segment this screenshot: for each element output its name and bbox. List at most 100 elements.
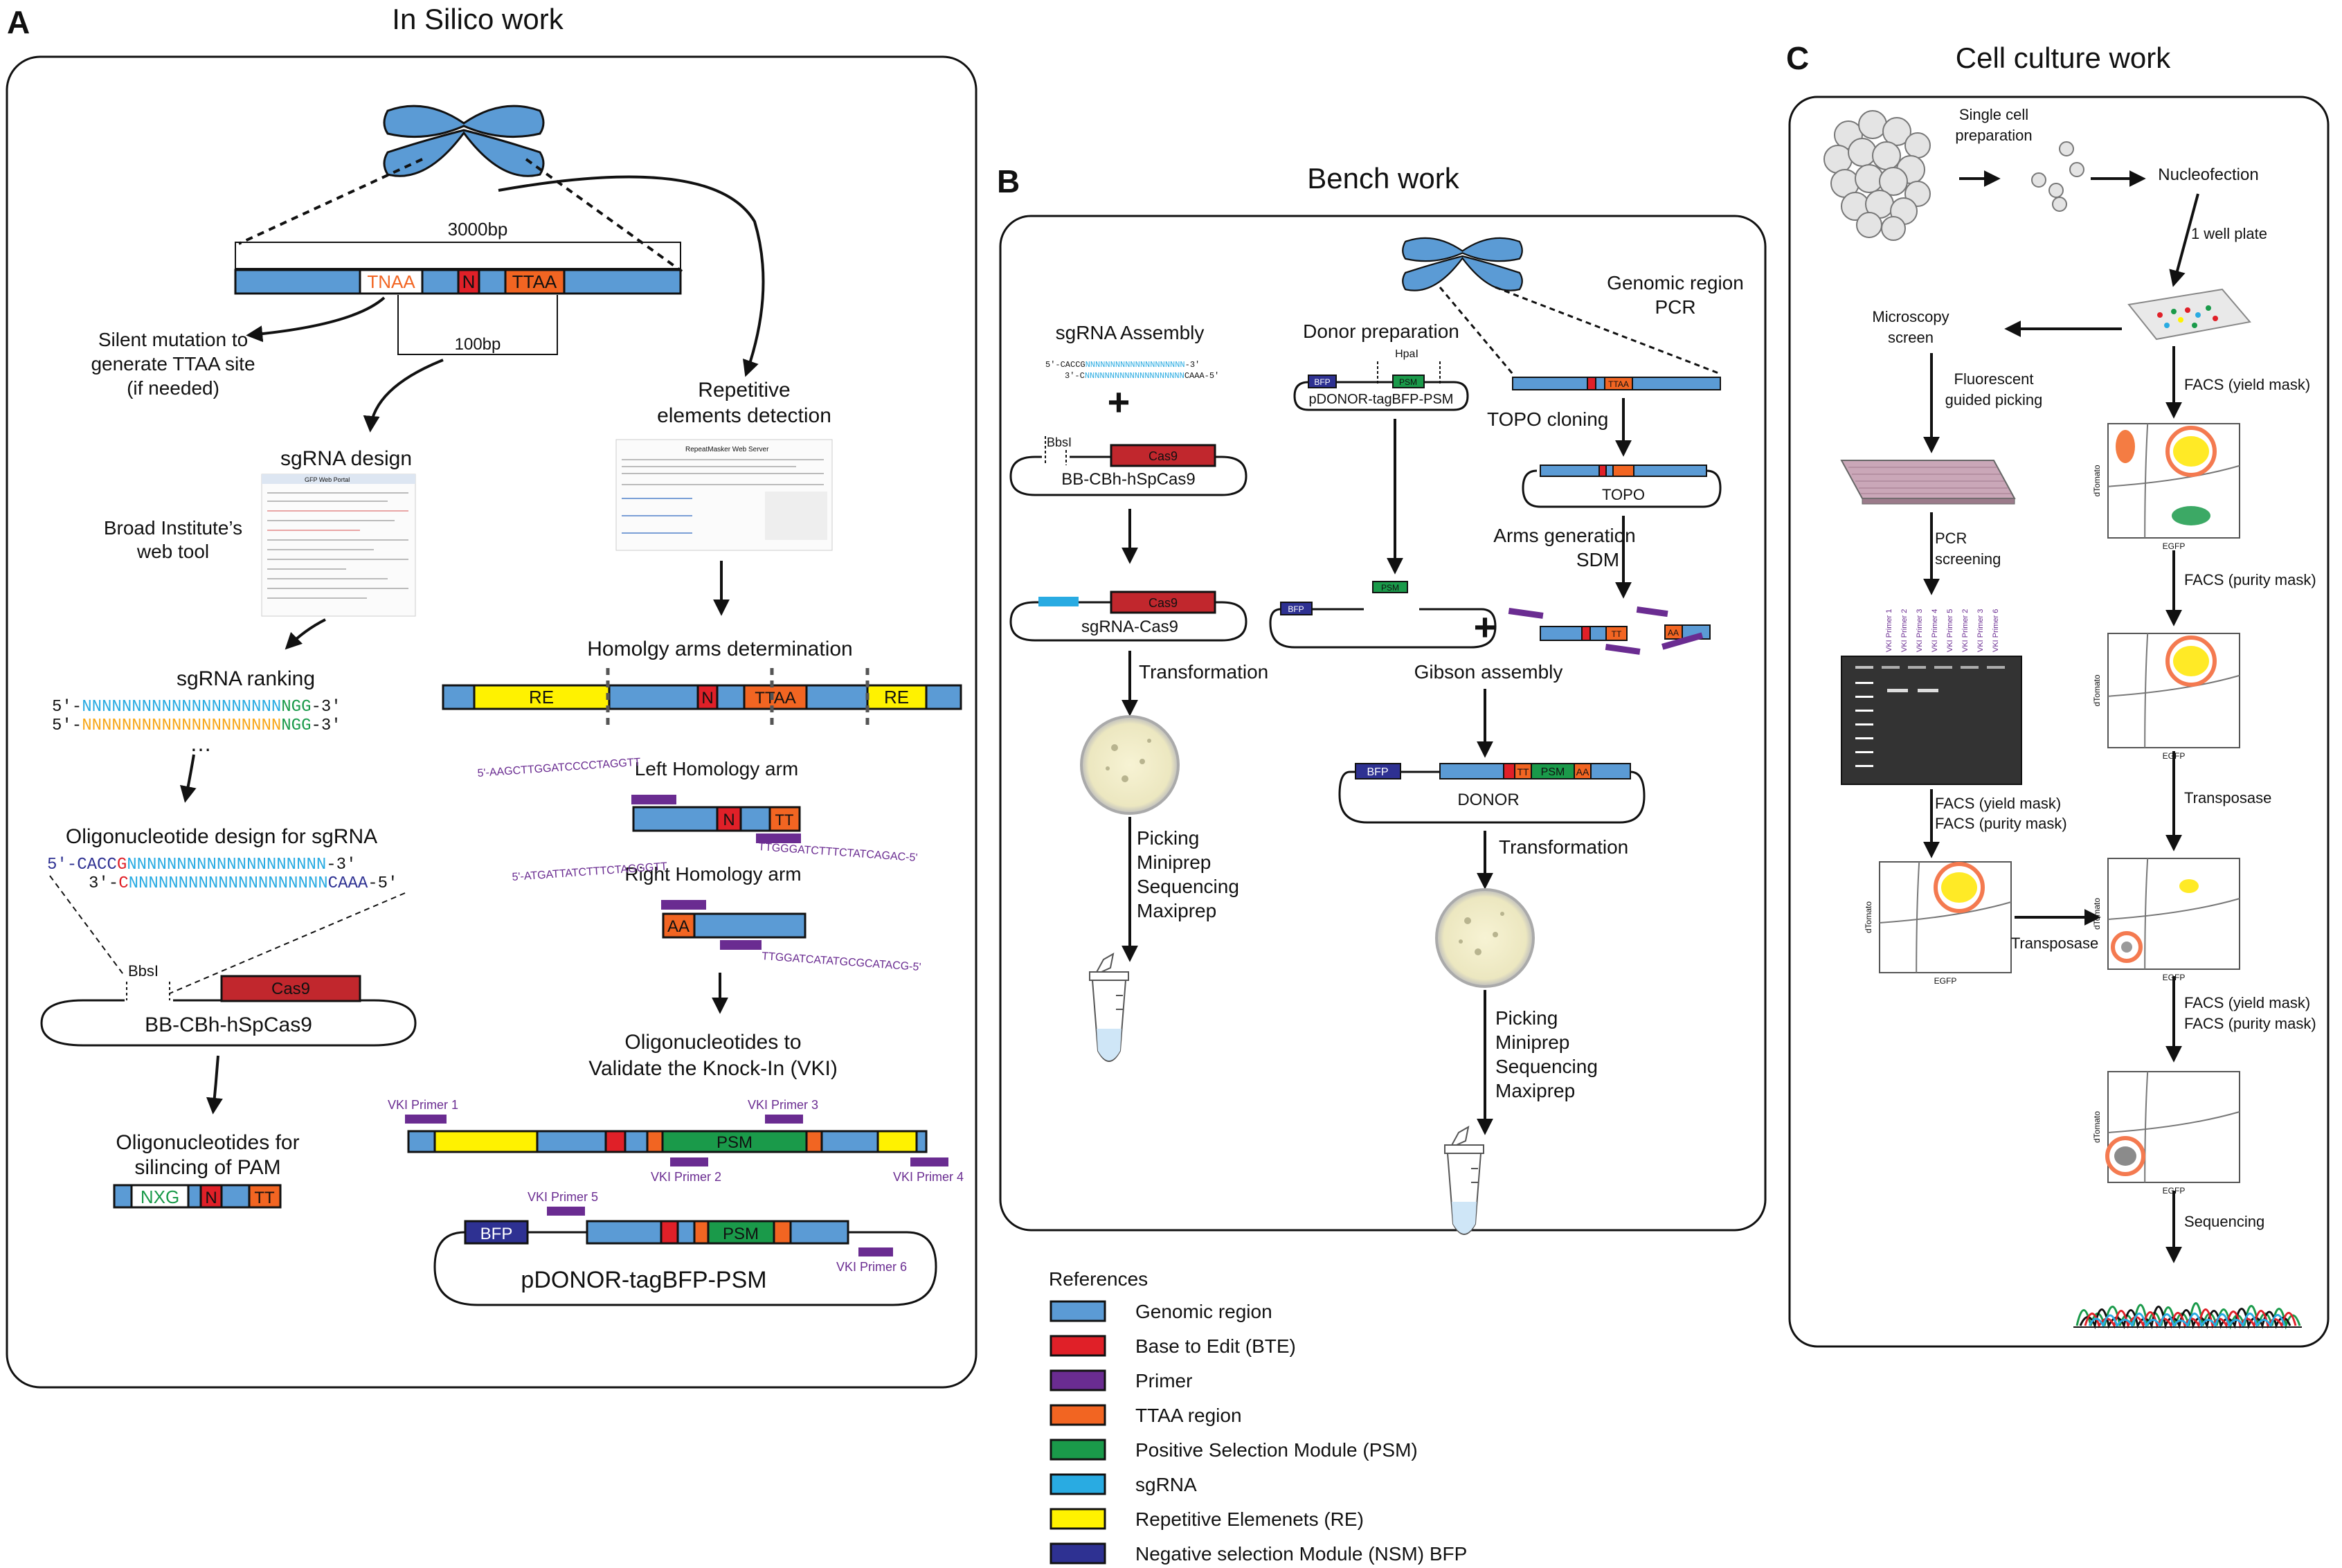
- svg-text:TT: TT: [1517, 766, 1529, 777]
- donor-prep-plasmid: HpaI BFP PSM pDONOR-tagBFP-PSM: [1293, 348, 1469, 411]
- svg-text:N: N: [205, 1189, 217, 1207]
- svg-text:PSM: PSM: [717, 1133, 753, 1152]
- svg-text:AA: AA: [1576, 766, 1589, 777]
- genomic-pcr-line1: Genomic region: [1607, 272, 1744, 294]
- single-cells-icon: [2031, 141, 2084, 212]
- repeatmasker-screenshot: RepeatMasker Web Server: [615, 439, 833, 551]
- gel-electrophoresis: VKI Primer 1 VKI Primer 2 VKI Primer 3 VKI …: [1841, 609, 2022, 785]
- bbsi-site-a: BbsI: [128, 962, 159, 980]
- svg-text:PSM: PSM: [723, 1225, 759, 1243]
- vki-line1: Oligonucleotides to: [624, 1031, 801, 1054]
- facs-yield-1: FACS (yield mask): [1935, 795, 2061, 812]
- bb-plasmid-b: BbsI Cas9 BB-CBh-hSpCas9: [1009, 435, 1247, 496]
- gel-lane-label-1: VKI Primer 2: [1900, 609, 1909, 652]
- right-arm-title: Right Homology arm: [624, 863, 801, 885]
- svg-text:BFP: BFP: [1314, 377, 1330, 387]
- gel-lane-label-5: VKI Primer 2: [1961, 609, 1970, 652]
- panel-b-title: Bench work: [1307, 162, 1459, 195]
- sequencing-label-1: Sequencing: [1137, 876, 1239, 897]
- left-arm-seq-bottom: TTGGGATCTTTCTATCAGAC-5': [758, 841, 918, 864]
- svg-text:PSM: PSM: [1399, 377, 1417, 387]
- donor-name: DONOR: [1457, 791, 1519, 809]
- petri-dish-icon-2: [1435, 888, 1535, 988]
- single-cell-line1: Single cell: [1959, 106, 2028, 123]
- panel-a-letter: A: [7, 4, 30, 40]
- gel-lane-label-0: VKI Primer 1: [1885, 609, 1893, 652]
- svg-text:AA: AA: [667, 917, 690, 936]
- svg-text:N: N: [701, 689, 713, 708]
- svg-text:HpaI: HpaI: [1395, 348, 1418, 360]
- miniprep-label-2: Miniprep: [1495, 1031, 1569, 1053]
- svg-text:TTAA: TTAA: [755, 689, 796, 708]
- vki-line2: Validate the Knock-In (VKI): [588, 1057, 838, 1080]
- legend-swatch-5: [1050, 1473, 1106, 1495]
- size-100bp: 100bp: [455, 335, 501, 354]
- facs-ylabel-1: dTomato: [2092, 674, 2102, 706]
- picking-label-2: Picking: [1495, 1007, 1558, 1029]
- repetitive-line1: Repetitive: [698, 379, 790, 402]
- topo-plasmid: TOPO: [1522, 465, 1722, 508]
- svg-text:TTAA: TTAA: [1608, 379, 1629, 389]
- vki-primer-2: VKI Primer 2: [651, 1170, 721, 1184]
- sgrna-cas9-name: sgRNA-Cas9: [1081, 618, 1178, 636]
- legend-label-4: Positive Selection Module (PSM): [1135, 1439, 1418, 1461]
- sequencing-label-2: Sequencing: [1495, 1056, 1598, 1077]
- assembly-oligo-top: 5'-CACCGNNNNNNNNNNNNNNNNNNNN-3': [1045, 360, 1200, 370]
- fluorescent-line2: guided picking: [1945, 391, 2043, 408]
- linearized-donor: BFP: [1269, 602, 1497, 649]
- facs-yield-3: FACS (yield mask): [2184, 994, 2310, 1011]
- genomic-pcr-line2: PCR: [1655, 296, 1695, 318]
- sdm-arms: TT AA: [1508, 606, 1711, 655]
- microscopy-line1: Microscopy: [1872, 308, 1949, 325]
- sgrna-cas9-plasmid: Cas9 sgRNA-Cas9: [1009, 591, 1247, 642]
- facs-ylabel-0: dTomato: [2092, 465, 2102, 496]
- gibson-assembly-label: Gibson assembly: [1414, 661, 1563, 683]
- gel-lane-label-6: VKI Primer 3: [1976, 609, 1985, 652]
- broad-institute-label: Broad Institute’s: [104, 517, 242, 539]
- ttaa-label: TTAA: [512, 271, 557, 292]
- homology-arms-bar: RE N TTAA RE: [442, 668, 962, 727]
- pcr-line1: PCR: [1935, 530, 1967, 547]
- gel-lane-label-2: VKI Primer 3: [1916, 609, 1924, 652]
- svg-text:BFP: BFP: [1288, 604, 1304, 614]
- svg-text:Cas9: Cas9: [1149, 449, 1178, 463]
- well-plate-icon: [2127, 288, 2251, 341]
- tube-icon-1: [1089, 953, 1129, 1062]
- facs-xlabel-4: EGFP: [1934, 976, 1957, 986]
- svg-text:Cas9: Cas9: [1149, 596, 1178, 610]
- maxiprep-label-2: Maxiprep: [1495, 1080, 1575, 1101]
- svg-text:TT: TT: [1612, 629, 1622, 639]
- arms-generation-label: Arms generation: [1493, 525, 1635, 546]
- bte-n: N: [462, 271, 476, 292]
- tube-icon-2: [1444, 1126, 1484, 1235]
- fluorescent-line1: Fluorescent: [1954, 370, 2034, 388]
- legend-swatch-2: [1050, 1369, 1106, 1391]
- svg-text:AA: AA: [1668, 628, 1679, 638]
- svg-text:TT: TT: [254, 1189, 275, 1207]
- gel-lane-label-3: VKI Primer 4: [1931, 609, 1939, 652]
- plus-icon-1: +: [1108, 380, 1131, 424]
- silent-mutation-line2: generate TTAA site: [91, 353, 255, 375]
- vki-primer-4: VKI Primer 4: [893, 1170, 964, 1184]
- ellipsis: …: [190, 731, 212, 756]
- legend-label-5: sgRNA: [1135, 1474, 1197, 1495]
- maxiprep-label-1: Maxiprep: [1137, 900, 1216, 921]
- right-arm-seq-bottom: TTGGATCATATGCGCATACG-5': [762, 950, 921, 973]
- sequencing-label-c: Sequencing: [2184, 1213, 2264, 1230]
- facs-purity-1: FACS (purity mask): [1935, 815, 2067, 832]
- gel-lane-label-7: VKI Primer 6: [1992, 609, 2000, 652]
- legend-label-3: TTAA region: [1135, 1405, 1242, 1426]
- transformation-label-2: Transformation: [1499, 836, 1628, 858]
- well-plate-label: 1 well plate: [2191, 225, 2267, 242]
- transformation-label-1: Transformation: [1139, 661, 1268, 683]
- nucleofection-label: Nucleofection: [2158, 165, 2258, 184]
- facs-xlabel-0: EGFP: [2163, 541, 2186, 551]
- plasmid-name-a: BB-CBh-hSpCas9: [145, 1013, 312, 1036]
- legend-swatch-6: [1050, 1508, 1106, 1530]
- panel-c-letter: C: [1786, 40, 1809, 76]
- legend-label-7: Negative selection Module (NSM) BFP: [1135, 1543, 1467, 1565]
